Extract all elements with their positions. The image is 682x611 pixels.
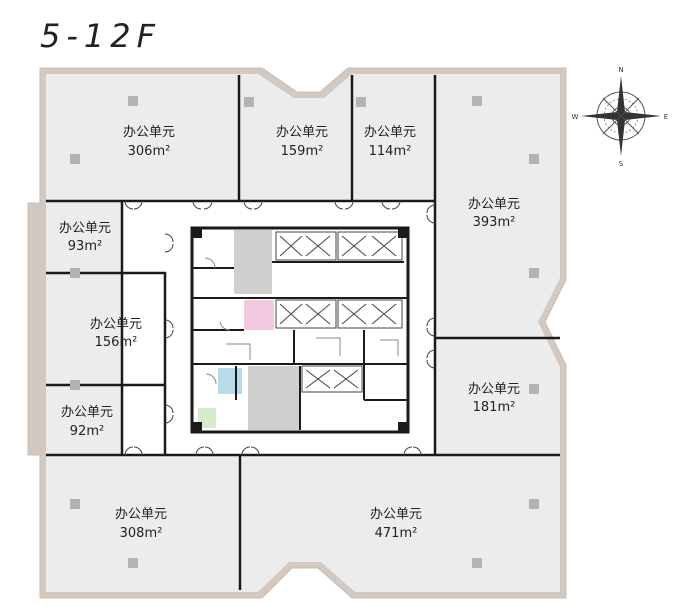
unit-114: 办公单元 114m² [364,125,416,159]
core-green-room [198,408,216,428]
unit-label: 办公单元 [115,507,167,522]
unit-93: 办公单元 93m² [59,221,111,254]
unit-393: 办公单元 393m² [468,197,520,230]
unit-label: 办公单元 [123,125,175,140]
core-partitions [192,261,408,430]
corridor [122,201,435,455]
unit-label: 办公单元 [59,221,111,236]
unit-area: 471m² [375,526,418,541]
compass-south-label: S [619,160,624,168]
corridor-ring [122,201,435,455]
structural-pillars [70,96,539,568]
unit-label: 办公单元 [90,317,142,332]
unit-181: 办公单元 181m² [468,382,520,415]
unit-label: 办公单元 [468,197,520,212]
unit-walls [46,75,560,590]
compass-north-label: N [618,66,623,74]
elevator-bank-mid [275,299,403,329]
unit-area: 181m² [473,400,516,415]
unit-308: 办公单元 308m² [115,507,167,541]
elevator-bank-top [275,231,403,261]
core-pillars [192,228,408,432]
floor-title: 5-12F [40,17,161,55]
unit-label: 办公单元 [364,125,416,140]
unit-area: 93m² [68,239,102,254]
unit-label: 办公单元 [276,125,328,140]
compass-east-label: E [664,113,668,121]
unit-area: 92m² [70,424,104,439]
compass-icon [581,76,661,156]
unit-area: 159m² [281,144,324,159]
unit-area: 306m² [128,144,171,159]
building-core [190,226,410,434]
core-stair-upper [234,230,272,294]
core-blue-room [218,368,242,394]
unit-92: 办公单元 92m² [61,405,113,439]
unit-471: 办公单元 471m² [370,507,422,541]
unit-156: 办公单元 156m² [90,317,142,350]
elevator-bank-bottom [301,365,363,393]
unit-label: 办公单元 [61,405,113,420]
unit-label: 办公单元 [370,507,422,522]
unit-labels: 办公单元 306m² 办公单元 159m² 办公单元 114m² 办公单元 39… [59,125,520,541]
door-swings [124,200,436,456]
core-doors [204,257,399,385]
unit-159: 办公单元 159m² [276,125,328,159]
unit-label: 办公单元 [468,382,520,397]
unit-area: 114m² [369,144,412,159]
core-stair-lower [248,366,300,430]
unit-area: 156m² [95,335,138,350]
unit-area: 393m² [473,215,516,230]
unit-area: 308m² [120,526,163,541]
compass-rose: N S E W [572,66,669,168]
unit-306: 办公单元 306m² [123,125,175,159]
core-pink-room [244,300,274,330]
compass-west-label: W [572,113,579,121]
